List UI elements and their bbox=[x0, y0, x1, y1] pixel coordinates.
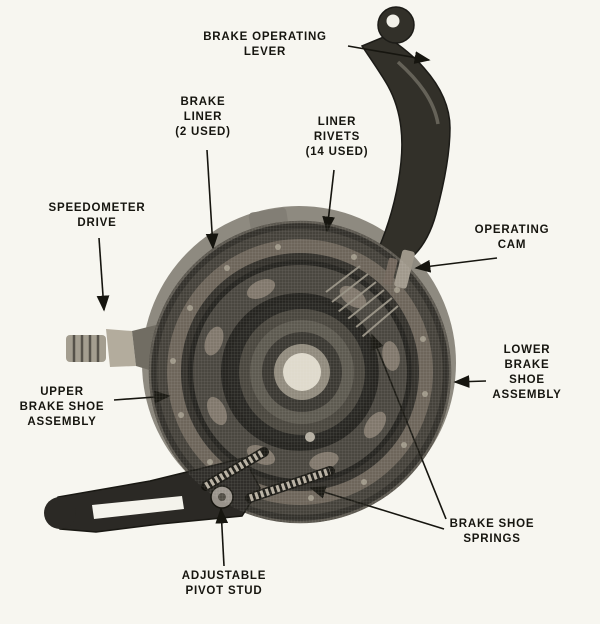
leader-operating-cam bbox=[414, 257, 498, 273]
leader-brake-operating-lever bbox=[347, 45, 431, 64]
label-lower-brake-shoe-assembly: LOWER BRAKE SHOE ASSEMBLY bbox=[492, 344, 562, 401]
leader-liner-rivets bbox=[322, 169, 335, 233]
label-brake-operating-lever: BRAKE OPERATING LEVER bbox=[203, 31, 327, 58]
springs-part bbox=[201, 447, 335, 503]
leader-springs-a bbox=[371, 333, 447, 520]
leader-brake-liner bbox=[205, 149, 219, 250]
lever-hole bbox=[386, 14, 400, 28]
label-brake-liner: BRAKE LINER (2 USED) bbox=[175, 96, 231, 138]
label-liner-rivets: LINER RIVETS (14 USED) bbox=[305, 116, 369, 158]
label-adjustable-pivot-stud: ADJUSTABLE PIVOT STUD bbox=[181, 570, 267, 597]
leader-springs-b bbox=[309, 486, 445, 530]
leader-pivot-stud bbox=[215, 507, 229, 567]
operating-lever-arm bbox=[360, 6, 451, 263]
hatched-shoe-area bbox=[325, 265, 399, 343]
label-upper-brake-shoe-assembly: UPPER BRAKE SHOE ASSEMBLY bbox=[19, 386, 105, 428]
leader-lower-brake-shoe bbox=[453, 375, 487, 388]
leader-lines bbox=[96, 45, 498, 567]
brake-liner-part bbox=[167, 239, 433, 505]
label-speedometer-drive: SPEEDOMETER DRIVE bbox=[48, 202, 146, 229]
anchor-arm bbox=[44, 457, 261, 533]
arm-slot bbox=[92, 496, 184, 519]
operating-cam-part bbox=[383, 249, 415, 289]
label-operating-cam: OPERATING CAM bbox=[474, 224, 550, 251]
leader-upper-brake-shoe bbox=[113, 390, 171, 404]
label-brake-shoe-springs: BRAKE SHOE SPRINGS bbox=[449, 518, 535, 545]
leader-speedometer-drive bbox=[96, 237, 110, 312]
hub bbox=[239, 309, 365, 442]
